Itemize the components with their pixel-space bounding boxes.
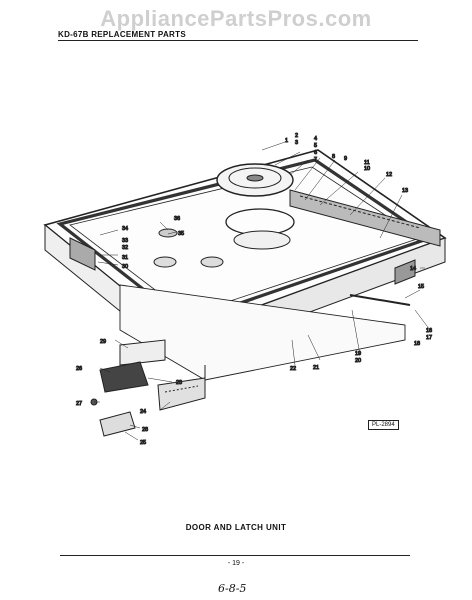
page-number: - 19 - [227, 560, 245, 567]
callout-8: 8 [332, 154, 335, 160]
callout-33: 33 [122, 238, 128, 244]
watermark: AppliancePartsPros.com [100, 6, 372, 31]
side-brackets [69, 237, 416, 306]
callout-34: 34 [122, 226, 128, 232]
callout-30: 30 [122, 264, 128, 270]
callout-16: 16 [426, 328, 432, 334]
callout-5: 5 [314, 143, 317, 149]
handwritten-note: 6-8-5 [218, 582, 247, 595]
callout-4: 4 [314, 136, 317, 142]
callout-labels: 1 2 3 4 5 6 7 8 9 10 11 12 13 14 15 16 1… [76, 133, 433, 447]
callout-28: 28 [142, 427, 148, 433]
callout-22: 22 [290, 366, 296, 372]
callout-31: 31 [122, 255, 128, 261]
callout-20: 20 [355, 358, 361, 364]
callout-6: 6 [314, 150, 317, 156]
diagram-caption: DOOR AND LATCH UNIT [185, 523, 287, 532]
callout-19: 19 [355, 351, 361, 357]
callout-11: 11 [364, 160, 370, 166]
callout-15: 15 [418, 284, 424, 290]
hinge-bar [289, 189, 441, 247]
callout-1: 1 [285, 138, 288, 144]
callout-35: 35 [178, 231, 184, 237]
callout-26: 26 [76, 366, 82, 372]
callout-25: 25 [140, 440, 146, 446]
callout-10: 10 [364, 166, 370, 172]
callout-18: 18 [414, 341, 420, 347]
header-rule [58, 40, 418, 41]
callout-29: 29 [100, 339, 106, 345]
callout-23: 23 [176, 380, 182, 386]
callout-14: 14 [410, 266, 416, 272]
callout-17: 17 [426, 335, 432, 341]
dispenser-cups [153, 228, 224, 268]
callout-13: 13 [402, 188, 408, 194]
callout-7: 7 [314, 157, 317, 163]
callout-36: 36 [174, 216, 180, 222]
page-header: KD-67B REPLACEMENT PARTS [58, 30, 186, 39]
callout-9: 9 [344, 156, 347, 162]
callout-32: 32 [122, 245, 128, 251]
callout-3: 3 [295, 140, 298, 146]
leader-lines [94, 141, 431, 441]
callout-27: 27 [76, 401, 82, 407]
spray-arm-assembly [216, 163, 295, 250]
callout-24: 24 [140, 409, 146, 415]
plate-number: PL-2894 [368, 420, 399, 430]
callout-21: 21 [313, 365, 319, 371]
footer-rule [60, 555, 410, 556]
callout-12: 12 [386, 172, 392, 178]
callout-2: 2 [295, 133, 298, 139]
